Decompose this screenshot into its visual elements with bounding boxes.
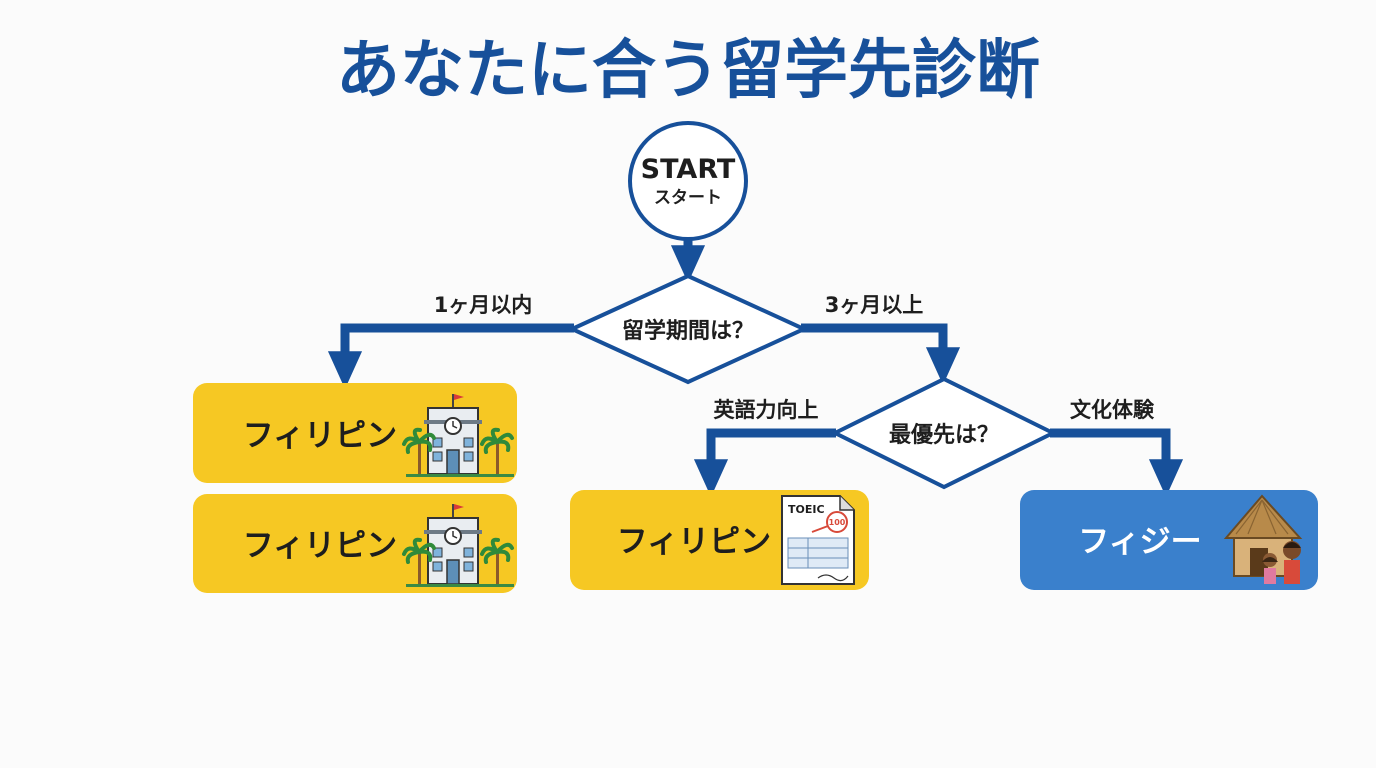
result-label: フィリピン bbox=[243, 418, 397, 454]
result-label: フィリピン bbox=[243, 528, 397, 564]
arrow-period-to-priority bbox=[801, 323, 961, 385]
decision-priority: 最優先は？ bbox=[830, 376, 1058, 490]
arrow-priority-to-english bbox=[693, 428, 836, 497]
result-label: フィリピン bbox=[617, 524, 771, 560]
hut-people-icon bbox=[1223, 494, 1303, 584]
start-label-en: START bbox=[641, 154, 736, 185]
school-palm-icon bbox=[402, 394, 514, 477]
decision-period-label: 留学期間は？ bbox=[622, 318, 754, 344]
toeic-score-sheet-icon: TOEIC 100 bbox=[781, 495, 855, 585]
start-label-ja: スタート bbox=[654, 188, 722, 208]
toeic-heading: TOEIC bbox=[788, 503, 825, 516]
page-title: あなたに合う留学先診断 bbox=[336, 34, 1040, 108]
school-palm-icon bbox=[402, 504, 514, 587]
branch-label-english: 英語力向上 bbox=[714, 398, 819, 422]
arrow-priority-to-culture bbox=[1050, 428, 1184, 497]
decision-period: 留学期間は？ bbox=[567, 273, 809, 385]
branch-label-long: 3ヶ月以上 bbox=[825, 293, 924, 317]
result-philippines-english: フィリピン TOEIC 100 bbox=[570, 490, 869, 590]
branch-label-culture: 文化体験 bbox=[1070, 398, 1155, 422]
toeic-score: 100 bbox=[829, 518, 846, 527]
result-fiji: フィジー bbox=[1020, 490, 1318, 590]
result-label: フィジー bbox=[1078, 524, 1201, 560]
branch-label-short: 1ヶ月以内 bbox=[434, 293, 533, 317]
arrow-period-to-short bbox=[327, 323, 574, 389]
result-philippines-1: フィリピン bbox=[193, 383, 517, 483]
start-node: START スタート bbox=[628, 121, 748, 241]
decision-priority-label: 最優先は？ bbox=[889, 423, 999, 448]
result-philippines-2: フィリピン bbox=[193, 494, 517, 593]
